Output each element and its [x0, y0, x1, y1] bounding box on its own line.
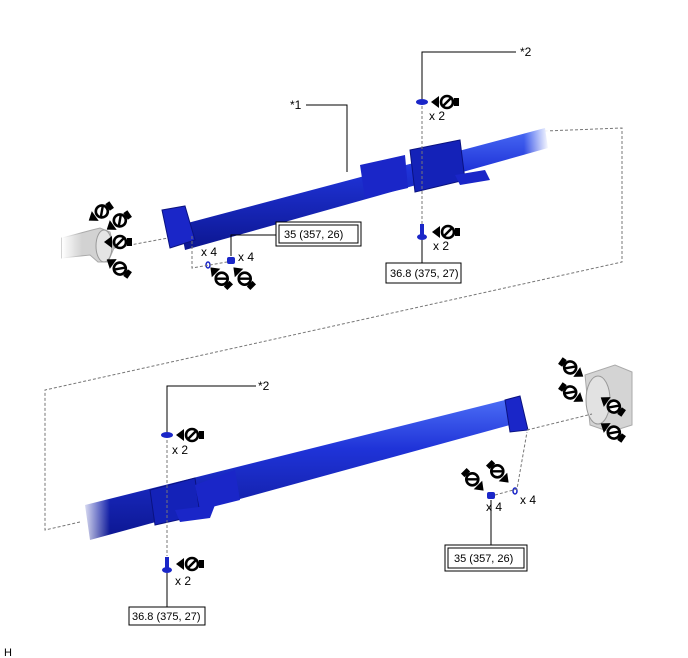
washer [416, 99, 428, 105]
washer-small [512, 487, 518, 495]
non-reusable-icon [432, 224, 462, 240]
torque-spec: 35 (357, 26) [284, 229, 343, 241]
leader-line [306, 104, 348, 172]
qty-label: x 4 [201, 245, 217, 259]
non-reusable-icon [555, 379, 588, 408]
qty-label: x 4 [238, 250, 254, 264]
torque-spec-box [128, 606, 206, 626]
torque-spec: 35 (357, 26) [454, 553, 513, 565]
non-reusable-icon [176, 556, 206, 572]
washer [161, 432, 173, 438]
non-reusable-icon [431, 94, 461, 110]
qty-label: x 4 [486, 500, 502, 514]
non-reusable-icon [204, 261, 236, 293]
qty-label: x 2 [429, 109, 445, 123]
bolt [165, 557, 169, 569]
hub-front [61, 227, 115, 263]
figure-code: H [4, 647, 12, 658]
non-reusable-icon [176, 427, 206, 443]
qty-label: x 4 [520, 493, 536, 507]
propeller-shaft-front [161, 125, 549, 250]
qty-label: x 2 [175, 574, 191, 588]
callout-part2-bottom: *2 [258, 379, 270, 393]
callout-part1: *1 [290, 98, 302, 112]
non-reusable-icon [227, 261, 259, 293]
torque-spec-box [385, 262, 462, 284]
torque-spec: 36.8 (375, 27) [132, 611, 201, 623]
nut [487, 492, 495, 499]
callout-part2-top: *2 [520, 45, 532, 59]
torque-spec: 36.8 (375, 27) [390, 268, 459, 280]
leader-line [421, 51, 516, 99]
bolt [420, 224, 424, 236]
qty-label: x 2 [433, 239, 449, 253]
non-reusable-icon [483, 457, 515, 489]
nut [227, 257, 235, 264]
connection-frame [44, 127, 623, 531]
propeller-shaft-rear [80, 395, 529, 545]
non-reusable-icon [555, 354, 588, 383]
qty-label: x 2 [172, 443, 188, 457]
dashed-guide [113, 237, 169, 249]
non-reusable-icon [458, 465, 490, 497]
